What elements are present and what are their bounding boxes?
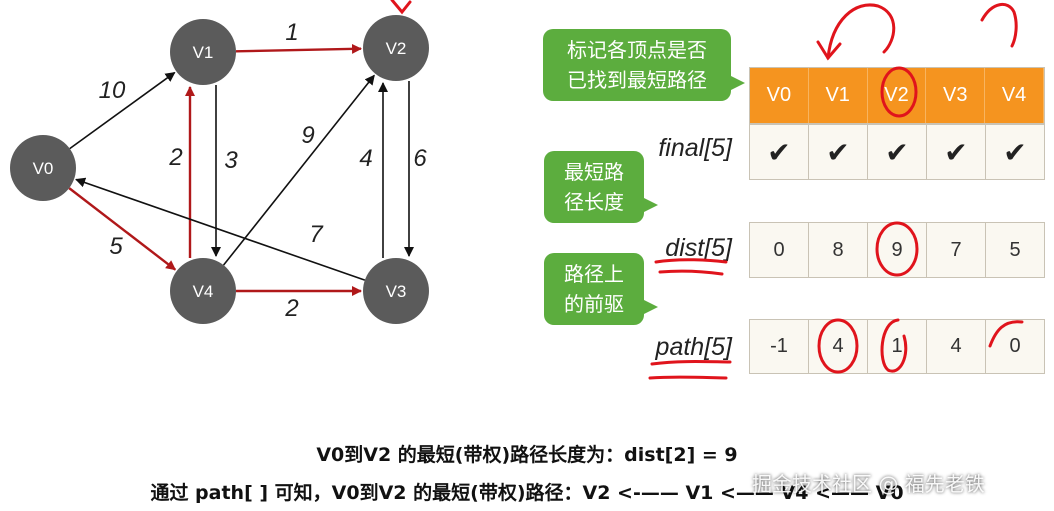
dist-v1: 8 [809, 223, 868, 277]
edge-v4-v2 [222, 74, 375, 266]
header-row: V0 V1 V2 V3 V4 [749, 67, 1045, 124]
final-v0: ✔ [750, 125, 809, 179]
node-label-v2: V2 [386, 39, 407, 58]
final-v3: ✔ [927, 125, 986, 179]
annotation-curl [980, 3, 1018, 48]
dist-note-line-1: 最短路 [564, 160, 624, 184]
header-v1: V1 [808, 68, 868, 123]
edge-weight-v0-v4: 5 [109, 233, 123, 260]
edge-v0-v1 [69, 71, 176, 150]
edge-weight-v1-v4: 2 [168, 144, 182, 171]
final-note-line-2: 已找到最短路径 [567, 68, 707, 92]
header-v4: V4 [985, 68, 1044, 123]
caption-line-2: 通过 path[ ] 可知，V0到V2 的最短(带权)路径：V2 <-—— V1… [150, 482, 904, 504]
edge-v1-v2 [235, 43, 363, 54]
node-label-v1: V1 [193, 43, 214, 62]
path-note-line-2: 的前驱 [564, 292, 624, 316]
underline-path [648, 360, 732, 380]
path-v2: 1 [868, 320, 927, 373]
node-v3 [363, 258, 429, 324]
node-label-v0: V0 [33, 159, 54, 178]
annotation-hook-arrow [826, 3, 896, 60]
edge-weight-v2-v3: 4 [359, 145, 372, 172]
path-v0: -1 [750, 320, 809, 373]
caption-line-1: V0到V2 的最短(带权)路径长度为：dist[2] = 9 [316, 444, 738, 466]
header-v3: V3 [926, 68, 986, 123]
edge-weight-v4-v3: 2 [284, 295, 298, 322]
dist-row: 0 8 9 7 5 [749, 222, 1045, 278]
node-label-v4: V4 [193, 282, 214, 301]
edge-weight-v3-v2: 6 [413, 145, 427, 172]
node-v1 [170, 19, 236, 85]
final-label: final[5] [658, 134, 732, 162]
edge-weight-v4-v1: 3 [224, 147, 238, 174]
dist-v0: 0 [750, 223, 809, 277]
dist-v4: 5 [986, 223, 1044, 277]
final-note-bubble: 标记各顶点是否 已找到最短路径 [543, 29, 745, 101]
dist-label: dist[5] [665, 234, 732, 262]
dist-note-line-2: 径长度 [564, 190, 624, 214]
node-v4 [170, 258, 236, 324]
dist-v2: 9 [868, 223, 927, 277]
node-v0 [10, 135, 76, 201]
dist-note-bubble: 最短路 径长度 [544, 151, 658, 223]
path-note-line-1: 路径上 [564, 262, 624, 286]
path-row: -1 4 1 4 0 [749, 319, 1045, 374]
final-v4: ✔ [986, 125, 1044, 179]
path-note-bubble: 路径上 的前驱 [544, 253, 658, 325]
final-note-line-1: 标记各顶点是否 [567, 38, 707, 62]
edge-weight-v4-v2: 9 [301, 122, 314, 149]
final-v1: ✔ [809, 125, 868, 179]
path-v3: 4 [927, 320, 986, 373]
final-v2: ✔ [868, 125, 927, 179]
edge-weight-v1-v2: 1 [285, 19, 298, 46]
edge-v3-v0 [75, 177, 366, 281]
header-v2: V2 [867, 68, 927, 123]
edge-weight-v3-v0: 7 [309, 221, 324, 248]
annotation-arrowhead [816, 40, 842, 61]
edge-v0-v4 [68, 187, 177, 271]
node-v2 [363, 15, 429, 81]
header-v0: V0 [750, 68, 809, 123]
edge-weight-v0-v1: 10 [99, 77, 126, 104]
path-v1: 4 [809, 320, 868, 373]
path-v4: 0 [986, 320, 1044, 373]
final-row: ✔ ✔ ✔ ✔ ✔ [749, 124, 1045, 180]
path-label: path[5] [655, 333, 732, 361]
node-label-v3: V3 [386, 282, 407, 301]
dist-v3: 7 [927, 223, 986, 277]
watermark: 掘金技术社区 @ 福先老铁 [752, 472, 985, 496]
